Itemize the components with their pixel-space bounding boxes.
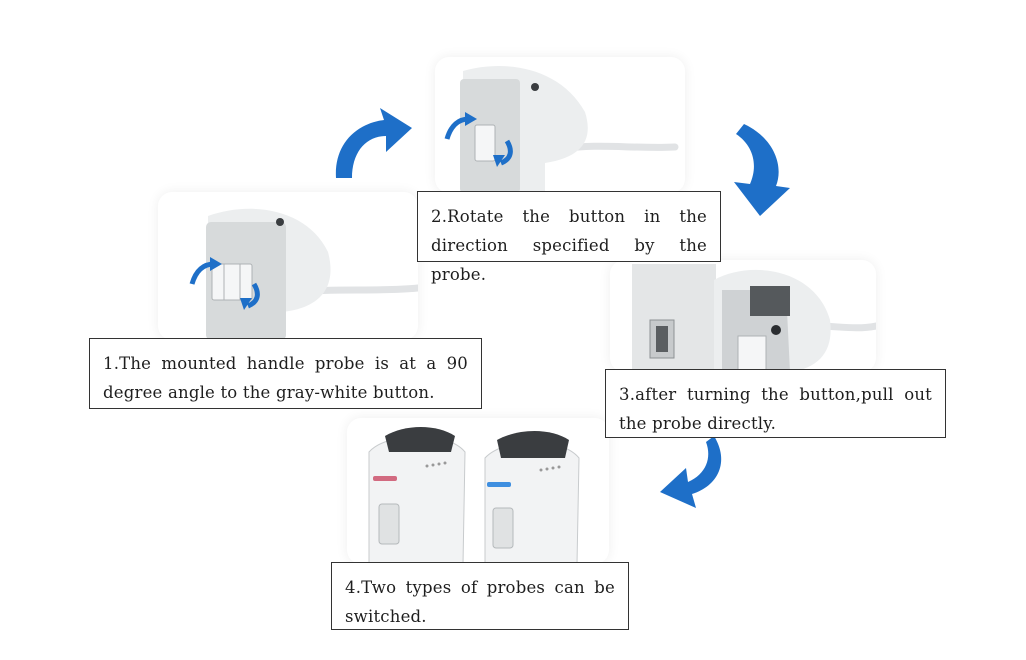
- step-2-caption: 2.Rotate the button in the direction spe…: [417, 191, 721, 262]
- step-4-caption: 4.Two types of probes can be switched.: [331, 562, 629, 630]
- step-1-image: [158, 192, 418, 340]
- step-1-caption: 1.The mounted handle probe is at a 90 de…: [89, 338, 482, 409]
- step-4-image: [347, 418, 609, 564]
- step-3-image: [610, 260, 876, 372]
- curved-arrow-icon: [656, 434, 732, 514]
- step-3-caption: 3.after turning the button,pull out the …: [605, 369, 946, 438]
- step-2-image: [435, 57, 685, 193]
- curved-arrow-icon: [726, 120, 796, 220]
- curved-arrow-icon: [330, 102, 420, 182]
